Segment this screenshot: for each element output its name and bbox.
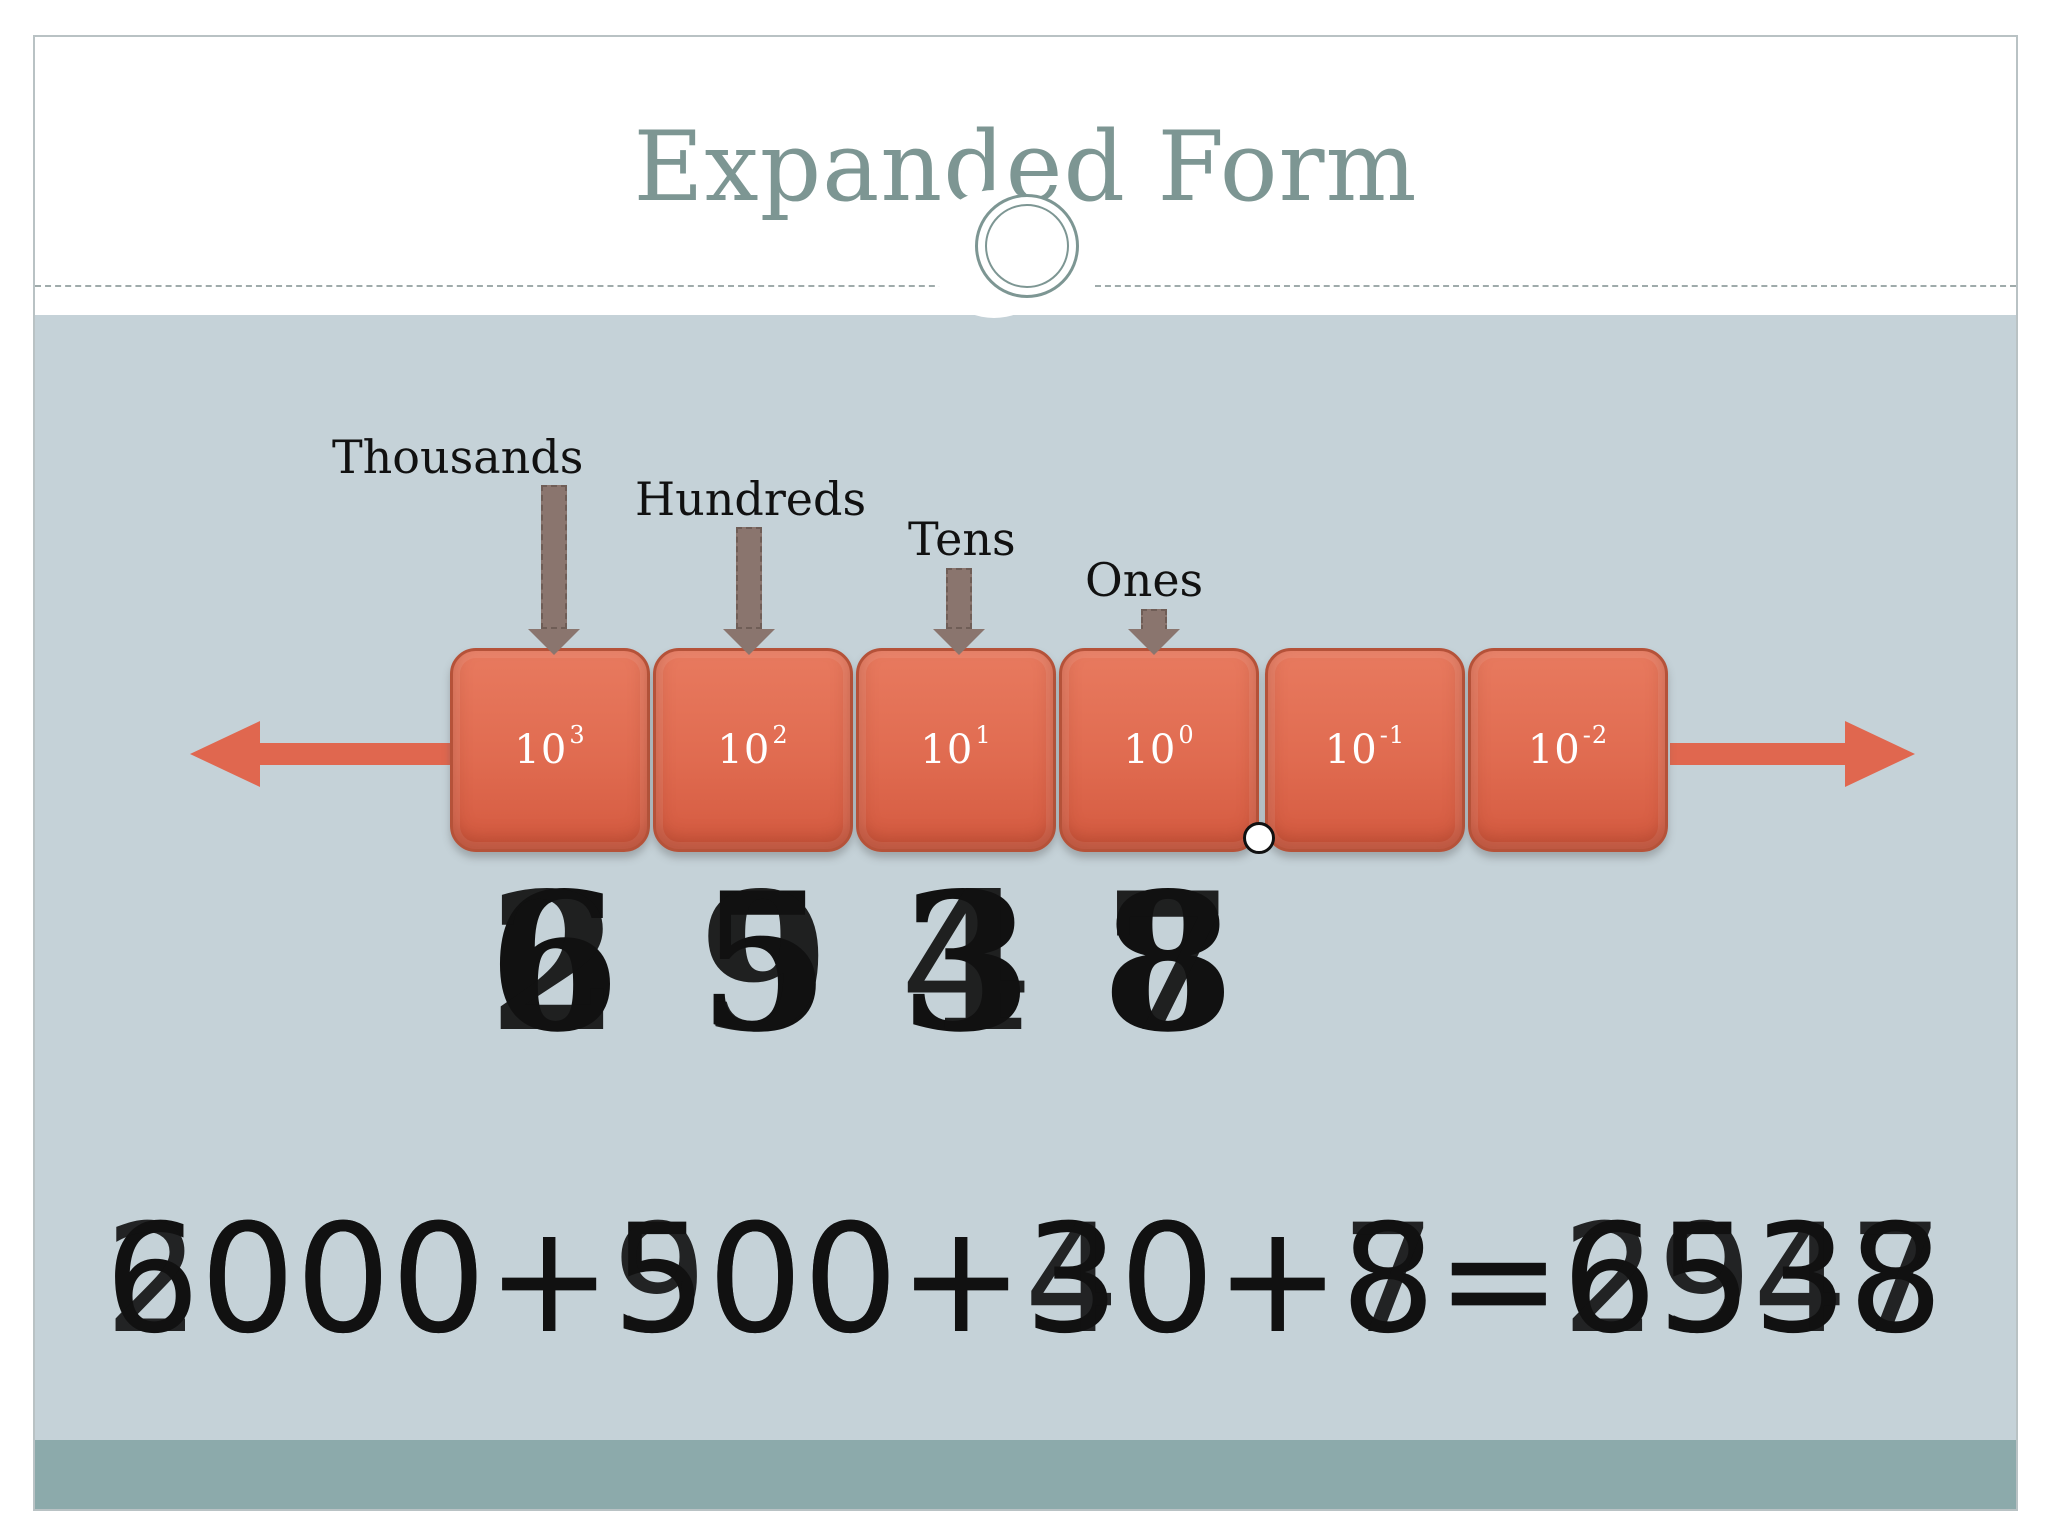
digit-thousands-front: 2 [488,851,621,1074]
power-base: 10 [1324,727,1378,773]
digit-tens-back: 3 [900,851,1033,1074]
pointer-arrow-thousands-icon [528,485,580,655]
pointer-arrow-hundreds-icon [723,527,775,655]
decimal-point [1243,822,1275,854]
label-hundreds: Hundreds [635,472,867,526]
header-divider-left [35,285,965,287]
place-box-hundredths: 10-2 [1468,648,1668,852]
power-base: 10 [717,727,771,773]
place-box-tenths: 10-1 [1265,648,1465,852]
power-exponent: 0 [1178,721,1195,749]
pointer-arrow-ones-icon [1128,609,1180,655]
power-label: 10-2 [1527,721,1608,773]
label-tens: Tens [908,512,1016,566]
pointer-arrow-tens-icon [933,568,985,655]
power-exponent: -1 [1379,721,1406,749]
power-exponent: 3 [569,721,586,749]
digit-ones-back: 8 [1102,851,1235,1074]
number-line-right [1670,743,1860,765]
label-ones: Ones [1085,553,1204,607]
header-divider-right [1095,285,2016,287]
medallion-ring-icon [975,194,1079,298]
number-line-left [250,743,450,765]
digit-thousands-back: 6 [488,851,621,1074]
digit-tens-front: 4 [900,851,1033,1074]
power-base: 10 [1527,727,1581,773]
label-thousands: Thousands [332,430,584,484]
power-base: 10 [514,727,568,773]
digit-hundreds-back: 5 [698,851,831,1074]
arrow-left-icon [190,721,260,787]
power-exponent: -2 [1582,721,1609,749]
power-exponent: 2 [772,721,789,749]
arrow-right-icon [1845,721,1915,787]
equation-back: 6000+500+30+8=6538 [104,1193,1944,1367]
slide-content [35,315,2016,1440]
slide-footer-bar [35,1440,2016,1509]
power-base: 10 [920,727,974,773]
digit-ones-front: 7 [1102,851,1235,1074]
power-label: 10-1 [1324,721,1405,773]
digit-hundreds-front: 9 [698,851,831,1074]
power-base: 10 [1123,727,1177,773]
power-exponent: 1 [975,721,992,749]
equation-front: 2000+900+40+7=2947 [104,1193,1944,1367]
